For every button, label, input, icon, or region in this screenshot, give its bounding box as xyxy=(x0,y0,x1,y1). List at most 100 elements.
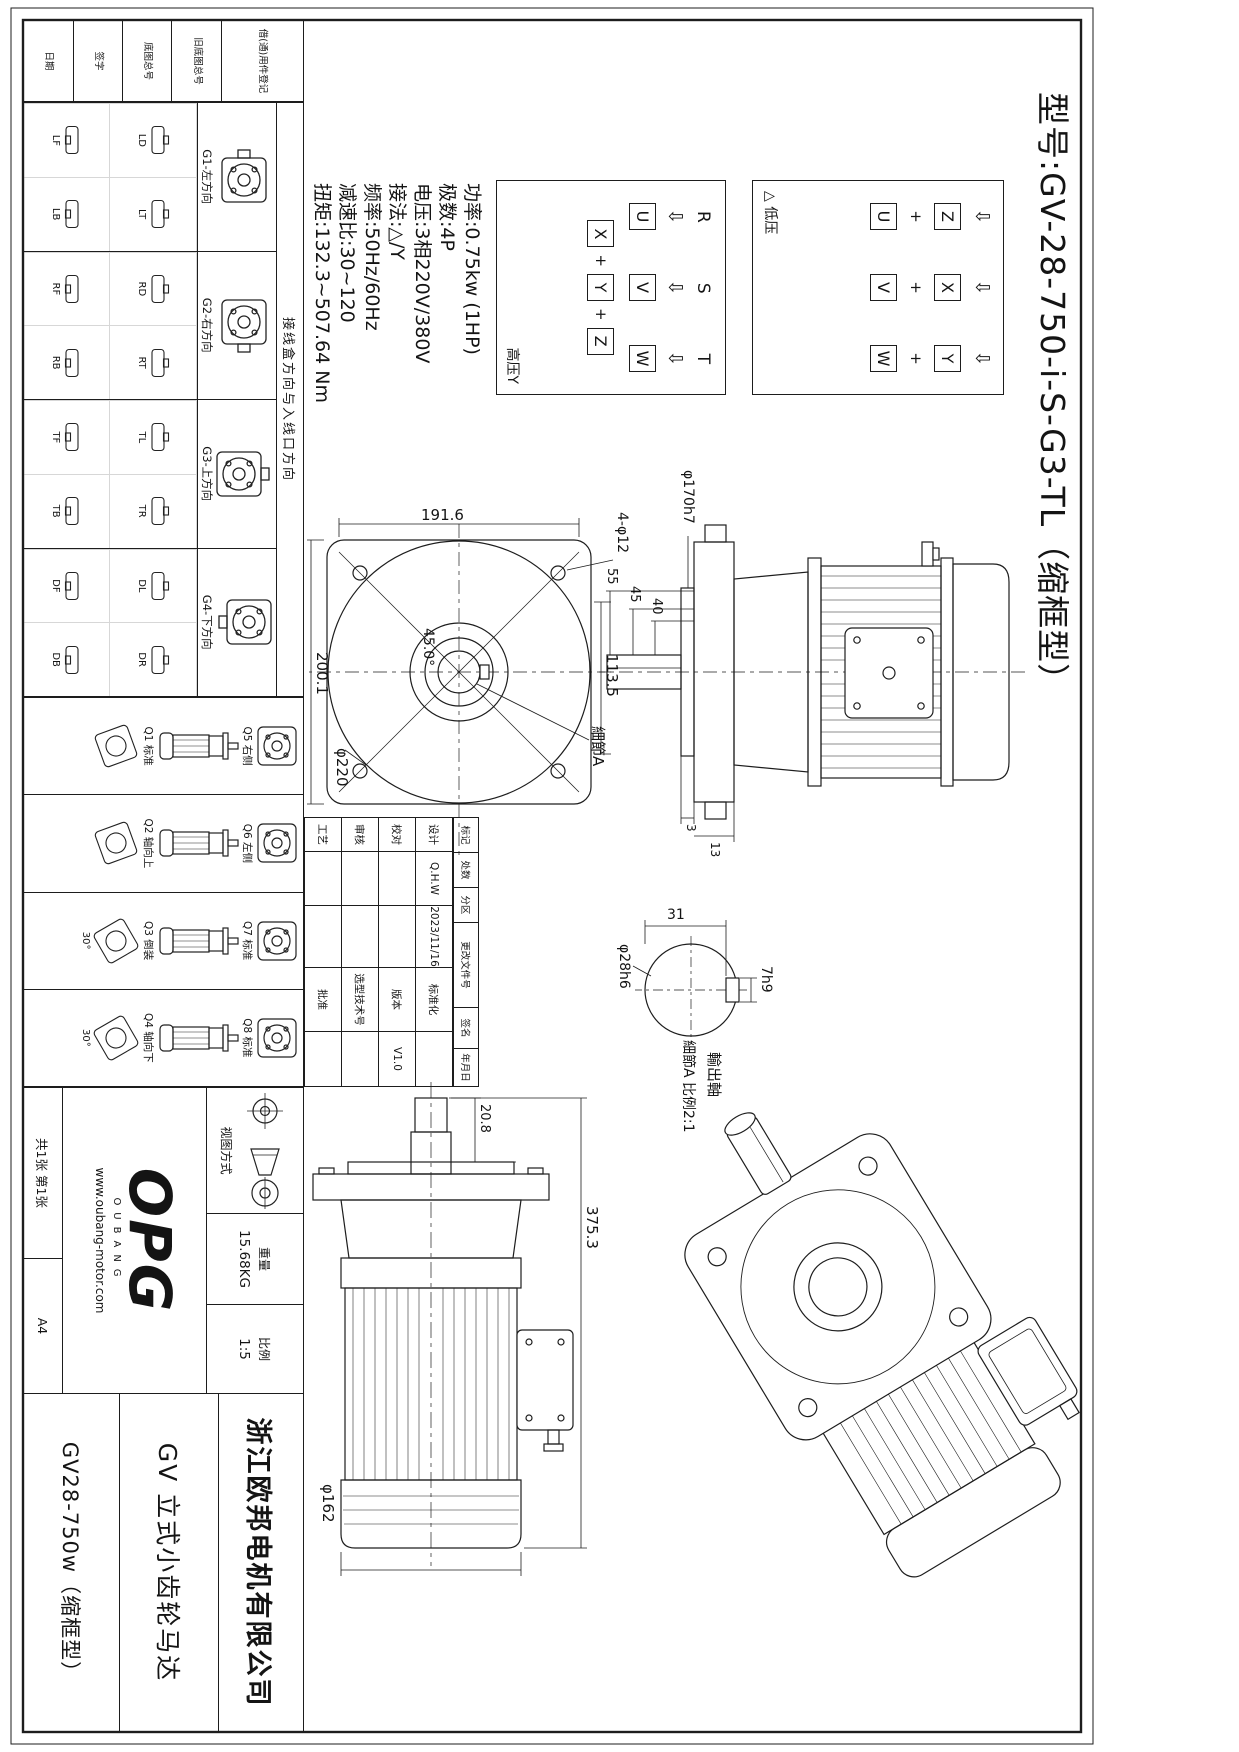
orientation-col-g3: G3-上方向 TL TR TF TB xyxy=(24,399,276,548)
terminal-x: X xyxy=(934,274,961,301)
terminal-z: Z xyxy=(934,203,961,230)
dim-40: 40 xyxy=(649,598,664,615)
revision-header-cell: 签名 xyxy=(454,1008,478,1049)
sig-date xyxy=(379,906,416,968)
terminal-z: Z xyxy=(587,327,614,355)
spec-torque: 扭矩:132.3~507.64 Nm xyxy=(311,183,333,403)
approval-label: 选型技术号 xyxy=(342,968,379,1032)
product-name: GV 立式小齿轮马达 xyxy=(119,1394,218,1731)
supply-s: S xyxy=(693,282,713,294)
approval-value: V1.0 xyxy=(379,1032,416,1086)
spec-frequency: 频率:50Hz/60Hz xyxy=(361,183,383,331)
entry-direction-icon xyxy=(64,200,79,229)
revision-block: 标记 处数 分区 更改文件号 签名 年月日 设计 Q.H.W 2023/11/1… xyxy=(304,817,479,1087)
side-view-linework xyxy=(312,1082,587,1576)
sig-name xyxy=(342,852,379,906)
mounting-col-2: Q6 左侧 Q2 轴向上 xyxy=(24,794,303,892)
sig-role: 校对 xyxy=(379,818,416,852)
weight-label: 重量 xyxy=(257,1246,272,1271)
sig-role: 审核 xyxy=(342,818,379,852)
title-block: 视图方式 重量 15.68KG 比例 1:5 OPG OUBANG www.ou… xyxy=(23,1087,304,1732)
tilt-angle-note: 30° xyxy=(80,1029,91,1047)
down-arrow-icon: ⇩ xyxy=(971,350,993,367)
dim-55: 55 xyxy=(604,568,619,585)
dim-4-holes: 4-φ12 xyxy=(614,512,630,554)
wiring-star-box: R S T ⇩ ⇩ ⇩ U V W X + Y + Z 高压Y xyxy=(496,180,726,395)
mounting-col-3: Q7 标准 Q3 倒装 30° xyxy=(24,891,303,989)
website-text: www.oubang-motor.com xyxy=(92,1167,107,1314)
revision-header-cell: 标记 xyxy=(454,818,478,853)
motor-face-icon xyxy=(257,921,297,961)
orientation-label: G4-下方向 xyxy=(200,594,214,650)
dim-375-3: 375.3 xyxy=(583,1206,601,1249)
dim-shaft-dia: φ28h6 xyxy=(616,944,632,989)
bridge-plus: + xyxy=(592,308,610,321)
bridge-plus: + xyxy=(592,254,610,267)
standing-motor-icon xyxy=(159,1024,239,1052)
motor-face-box-top-icon xyxy=(216,451,270,497)
entry-code: DF xyxy=(49,579,61,593)
entry-direction-icon xyxy=(64,126,79,155)
detail-view-linework xyxy=(632,920,757,1044)
scale-value: 1:5 xyxy=(236,1338,253,1360)
tilted-face-icon xyxy=(93,918,139,963)
dim-3: 3 xyxy=(684,824,698,832)
standing-motor-icon xyxy=(159,927,239,955)
dim-fan-dia: φ162 xyxy=(319,1484,337,1523)
entry-direction-icon xyxy=(151,423,170,452)
company-name: 浙江欧邦电机有限公司 xyxy=(218,1394,303,1731)
entry-code: DR xyxy=(136,652,148,667)
entry-code: LD xyxy=(136,133,148,148)
orientation-label: G1-左方向 xyxy=(200,149,214,205)
signature-grid: 设计 Q.H.W 2023/11/16 校对 审核 工艺 xyxy=(305,818,453,968)
detail-callout-label: 細節A xyxy=(589,726,607,767)
motor-face-icon xyxy=(257,823,297,863)
sig-name: Q.H.W xyxy=(416,852,453,906)
sig-date xyxy=(342,906,379,968)
approval-label: 版本 xyxy=(379,968,416,1032)
terminal-y: Y xyxy=(587,274,614,301)
motor-face-box-left-icon xyxy=(221,149,267,203)
sheet-count-cell: 共1张 第1张 xyxy=(24,1088,62,1259)
dim-191-6: 191.6 xyxy=(421,506,464,524)
scale-cell: 比例 1:5 xyxy=(207,1305,303,1393)
sig-name xyxy=(379,852,416,906)
sig-date: 2023/11/16 xyxy=(416,906,453,968)
dim-13: 13 xyxy=(708,842,722,858)
motor-face-icon xyxy=(257,726,297,766)
weight-cell: 重量 15.68KG xyxy=(207,1214,303,1305)
orientation-col-g4: G4-下方向 DL DR DF DB xyxy=(24,547,276,696)
down-arrow-icon: ⇩ xyxy=(664,350,686,367)
entry-direction-icon xyxy=(151,348,170,377)
entry-direction-icon xyxy=(64,497,79,526)
standing-motor-icon xyxy=(159,732,239,760)
spec-connection: 接法:△/Y xyxy=(386,183,408,261)
approval-value xyxy=(342,1032,379,1086)
isometric-view-linework xyxy=(684,1112,1080,1578)
mounting-table: Q5 右侧 Q1 标准 Q6 左侧 Q2 轴向上 Q7 标准 Q3 倒装 30°… xyxy=(23,697,304,1087)
registry-cell: 签字 xyxy=(73,21,123,101)
entry-code: TB xyxy=(49,504,61,518)
motor-face-box-right-icon xyxy=(221,299,267,353)
entry-direction-icon xyxy=(151,200,170,229)
logo-text: OPG xyxy=(116,1167,185,1314)
entry-code: DB xyxy=(49,652,61,667)
dim-113-5: 113.5 xyxy=(603,654,621,697)
orientation-col-g2: G2-右方向 RD RT RF RB xyxy=(24,250,276,399)
spec-voltage: 电压:3相220V/380V xyxy=(411,183,433,364)
revision-header-row: 标记 处数 分区 更改文件号 签名 年月日 xyxy=(453,818,478,1086)
sig-role: 设计 xyxy=(416,818,453,852)
orientation-label: G3-上方向 xyxy=(200,446,214,502)
paper-size-cell: A4 xyxy=(35,1317,51,1335)
wiring-star-caption: 高压Y xyxy=(504,347,520,384)
approval-value xyxy=(416,1032,453,1086)
mounting-label: Q4 轴向下 xyxy=(142,1012,154,1063)
revision-header-cell: 更改文件号 xyxy=(454,923,478,1008)
vertical-view-linework xyxy=(599,524,1025,842)
approval-value xyxy=(305,1032,342,1086)
view-method-label: 视图方式 xyxy=(219,1126,234,1175)
orientation-col-g1: G1-左方向 LD LT LF LB xyxy=(24,103,276,251)
mounting-label: Q6 左侧 xyxy=(241,823,253,864)
motor-face-icon xyxy=(257,1018,297,1058)
